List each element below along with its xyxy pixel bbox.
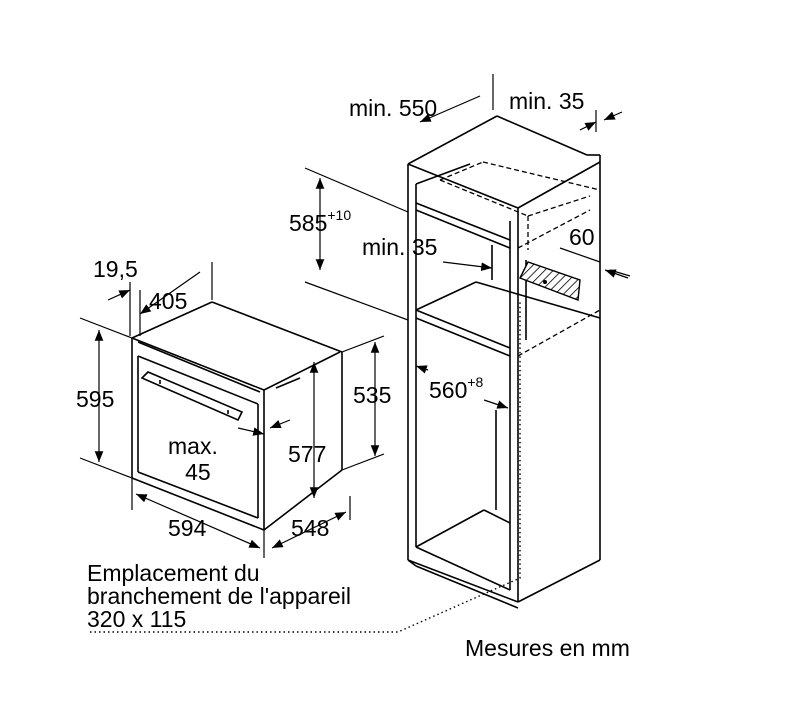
cabinet-connection-box (519, 261, 581, 301)
connection-note: Emplacement du branchement de l'appareil… (87, 562, 351, 631)
oven-body (131, 301, 343, 531)
dim-560-value: 560 (429, 377, 468, 403)
dim-560-tolerance: +8 (467, 374, 484, 390)
cabinet-right-side (517, 155, 601, 603)
dim-560: 560+8 (429, 375, 483, 403)
dim-585-value: 585 (289, 210, 328, 236)
cabinet-plinth (407, 559, 519, 609)
dim-548: 548 (291, 515, 330, 541)
cabinet-inner (415, 163, 601, 591)
dim-max-45: max. 45 (168, 433, 218, 485)
dim-min-550: min. 550 (349, 95, 438, 121)
connection-note-line1: Emplacement du (87, 560, 260, 586)
dim-577: 577 (288, 441, 327, 467)
cabinet-front (407, 163, 519, 603)
dim-535: 535 (353, 382, 392, 408)
oven (131, 301, 343, 531)
dimension-lines (79, 74, 631, 558)
dim-585: 585+10 (289, 208, 351, 236)
cabinet-hidden-lines (439, 161, 601, 357)
oven-handle (140, 371, 244, 422)
dim-585-tolerance: +10 (327, 207, 352, 223)
dim-min-35-mid: min. 35 (362, 234, 438, 260)
dim-19-5: 19,5 (93, 256, 138, 282)
dim-60: 60 (569, 224, 595, 250)
dim-594: 594 (168, 515, 207, 541)
dim-max-45-line2: 45 (185, 459, 211, 485)
dim-min-35-top: min. 35 (509, 88, 585, 114)
dim-405: 405 (149, 288, 188, 314)
cabinet-top (407, 115, 601, 209)
connection-note-line3: 320 x 115 (87, 606, 187, 632)
connection-note-line2: branchement de l'appareil (87, 583, 351, 609)
cabinet (407, 115, 601, 609)
units-note: Mesures en mm (465, 635, 630, 661)
connection-leader (90, 300, 521, 633)
dim-595: 595 (76, 386, 115, 412)
dim-max-45-line1: max. (168, 433, 218, 459)
